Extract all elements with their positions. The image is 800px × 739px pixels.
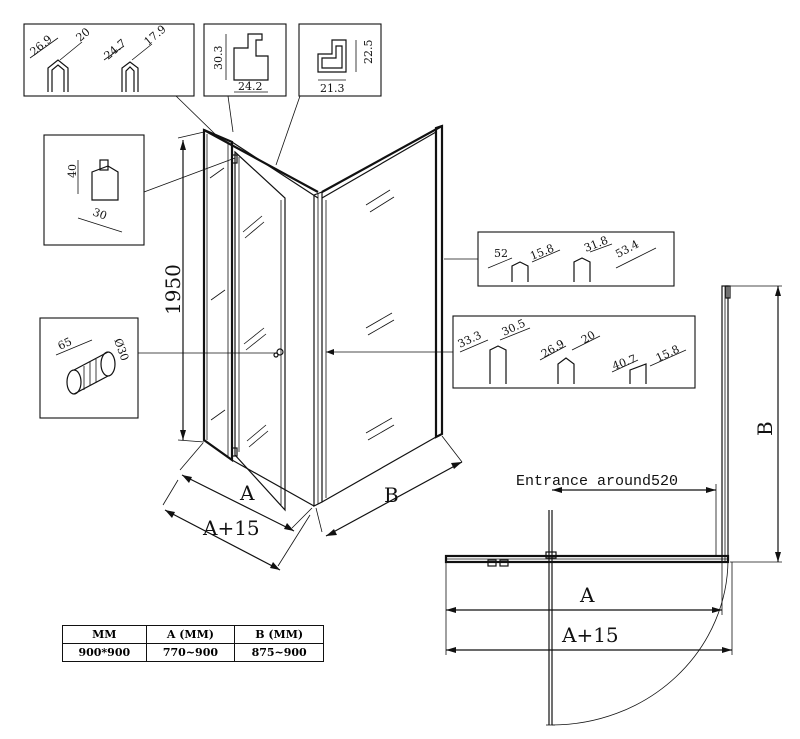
height-dimension: 1950: [161, 131, 205, 443]
cell-a-range: 770~900: [145, 643, 236, 662]
enclosure-perspective: [202, 124, 444, 512]
height-label: 1950: [161, 264, 185, 315]
detail-box-knob: 65 Ø30: [39, 317, 277, 419]
width-b-dimension: B: [315, 435, 463, 537]
detail-box-profile-1: 30.3 24.2: [203, 23, 287, 133]
plan-a-label: A: [579, 583, 595, 607]
hinge-clip-height: 40: [66, 164, 79, 178]
header-b: B (MM): [234, 625, 324, 644]
size-table-row: 900*900 770~900 875~900: [62, 643, 324, 662]
profile-2-height: 22.5: [362, 40, 375, 65]
entrance-label: Entrance around520: [516, 473, 678, 490]
profile-2-width: 21.3: [320, 82, 345, 95]
plan-a15-label: A+15: [561, 623, 619, 647]
plan-view: Entrance around520 B A A+15: [444, 285, 782, 726]
plan-b-label: B: [753, 421, 777, 436]
seal-right-dim-1: 52: [494, 247, 508, 260]
cell-b-range: 875~900: [234, 643, 324, 662]
profile-1-width: 24.2: [238, 80, 263, 93]
size-table: MM A (MM) B (MM) 900*900 770~900 875~900: [62, 625, 324, 662]
header-mm: MM: [62, 625, 147, 644]
cell-size: 900*900: [62, 643, 147, 662]
seal-bottom-dim-4: 20: [579, 328, 598, 346]
hinge-clip-width: 30: [91, 206, 109, 223]
knob-length: 65: [56, 335, 74, 353]
detail-box-seal-bottom: 33.3 30.5 26.9 20 40.7 15.8: [326, 315, 696, 389]
width-a15-label: A+15: [202, 516, 260, 540]
width-a-dimension: A: [179, 442, 313, 532]
width-a-label: A: [239, 481, 255, 505]
width-b-label: B: [384, 483, 399, 507]
size-table-header: MM A (MM) B (MM): [62, 625, 324, 644]
detail-box-seal-right: 52 15.8 31.8 53.4: [444, 231, 675, 287]
detail-box-hinge-top: 26.9 20 24.7 17.9: [23, 23, 216, 135]
width-a15-dimension: A+15: [162, 479, 311, 571]
profile-1-height: 30.3: [212, 46, 225, 71]
header-a: A (MM): [145, 625, 236, 644]
detail-box-profile-2: 22.5 21.3: [275, 23, 382, 166]
detail-box-hinge-clip: 40 30: [43, 134, 236, 246]
